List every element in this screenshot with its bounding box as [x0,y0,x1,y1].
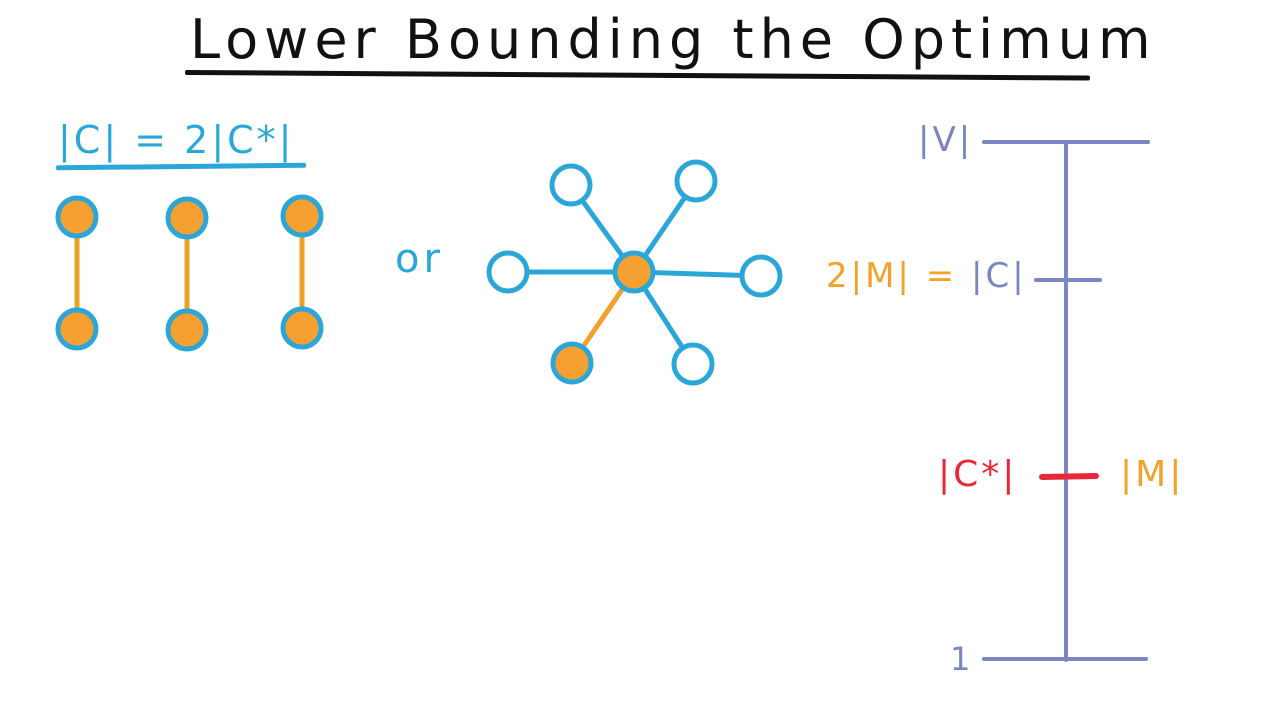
matching-pair-2 [165,196,209,352]
leaf-vertex [674,159,718,203]
optimum-label: |C*| [938,454,1018,495]
leaf-vertex [671,342,715,386]
center-vertex [612,250,656,294]
leaf-vertex [739,254,783,298]
cover-size-label: 2|M| = |C| [826,256,1027,296]
matching-size-label: |M| [1120,454,1185,495]
cover-text: |C| [971,256,1027,296]
equals-text: = [911,256,971,296]
cover-vertex [165,196,209,240]
cover-vertex [55,195,99,239]
cover-vertex [165,308,209,352]
cover-equation: |C| = 2|C*| [58,118,295,162]
vertex-count-label: |V| [918,120,974,160]
star-graph [486,159,783,386]
leaf-vertex [486,250,530,294]
optimum-tick [1039,473,1099,480]
bound-scale [982,140,1150,662]
matching-pair-3 [280,194,324,350]
cover-vertex [280,194,324,238]
slide-title: Lower Bounding the Optimum [190,8,1157,71]
twice-matching-text: 2|M| [826,256,912,296]
cover-vertex [280,306,324,350]
cover-vertex [55,307,99,351]
matching-pair-1 [55,195,99,351]
matched-leaf-vertex [550,341,594,385]
matching-pairs [55,194,324,352]
scale-min-label: 1 [950,640,974,678]
leaf-vertex [549,163,593,207]
or-connector: or [395,236,444,282]
